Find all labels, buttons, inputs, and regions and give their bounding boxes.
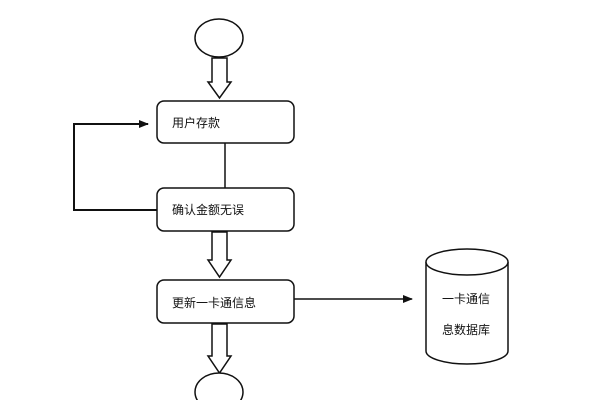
end-node [194, 372, 244, 400]
flow-arrow-confirm-to-update [206, 231, 233, 279]
step-label-deposit: 用户存款 [172, 116, 221, 130]
flow-arrow-start-to-deposit [206, 57, 233, 100]
database-cylinder [425, 248, 509, 365]
database-label-line1: 一卡通信 [442, 292, 491, 306]
database-label-line2: 息数据库 [442, 323, 491, 337]
step-label-confirm: 确认金额无误 [172, 203, 245, 217]
step-label-update: 更新一卡通信息 [172, 296, 257, 310]
step-box-update [156, 279, 295, 324]
loop-back-arrow [73, 120, 157, 211]
start-node [194, 18, 244, 58]
flow-arrow-update-to-end [206, 323, 233, 375]
